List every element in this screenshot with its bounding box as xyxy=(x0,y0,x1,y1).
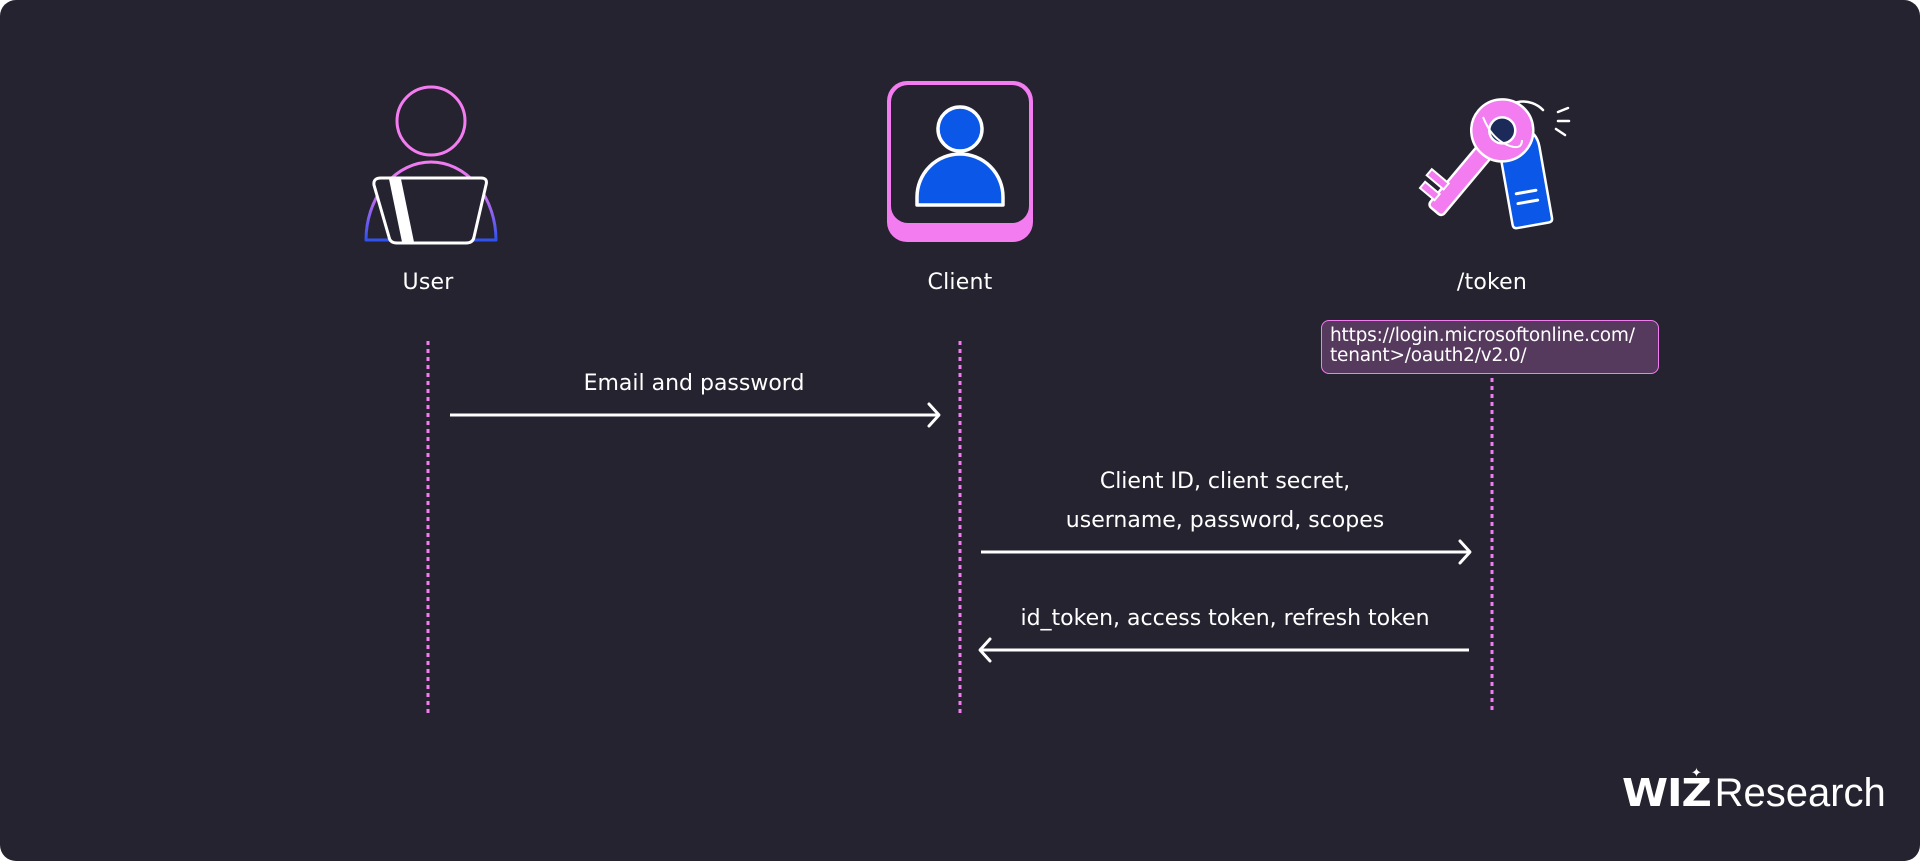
token-endpoint-url: https://login.microsoftonline.com/ tenan… xyxy=(1321,320,1659,374)
message-label-tokens: id_token, access token, refresh token xyxy=(1020,606,1430,631)
logo-wiz: WIZ xyxy=(1622,771,1712,815)
endpoint-url-line-1: https://login.microsoftonline.com/ xyxy=(1330,325,1635,346)
user-laptop-icon xyxy=(364,85,498,245)
laptop-icon xyxy=(372,176,488,245)
wiz-research-logo: WIZ ✦ Research xyxy=(1622,766,1886,818)
logo-research: Research xyxy=(1714,770,1886,815)
user-head-icon xyxy=(395,85,467,157)
arrow-user-to-client xyxy=(450,402,941,428)
client-app-icon xyxy=(887,81,1033,242)
message-label-client-credentials-1: Client ID, client secret, xyxy=(1099,469,1351,494)
arrow-token-to-client xyxy=(978,637,1469,663)
sparkle-icon: ✦ xyxy=(1691,766,1702,781)
message-label-client-credentials-2: username, password, scopes xyxy=(1065,508,1385,533)
actor-label-token: /token xyxy=(1456,270,1528,295)
actor-label-user: User xyxy=(402,270,454,295)
message-label-email-password: Email and password xyxy=(583,371,805,396)
endpoint-url-line-2: tenant>/oauth2/v2.0/ xyxy=(1330,345,1527,366)
actor-label-client: Client xyxy=(927,270,993,295)
user-body-icon xyxy=(364,160,498,242)
key-tag-icon xyxy=(1418,98,1571,230)
arrow-client-to-token xyxy=(981,539,1472,565)
